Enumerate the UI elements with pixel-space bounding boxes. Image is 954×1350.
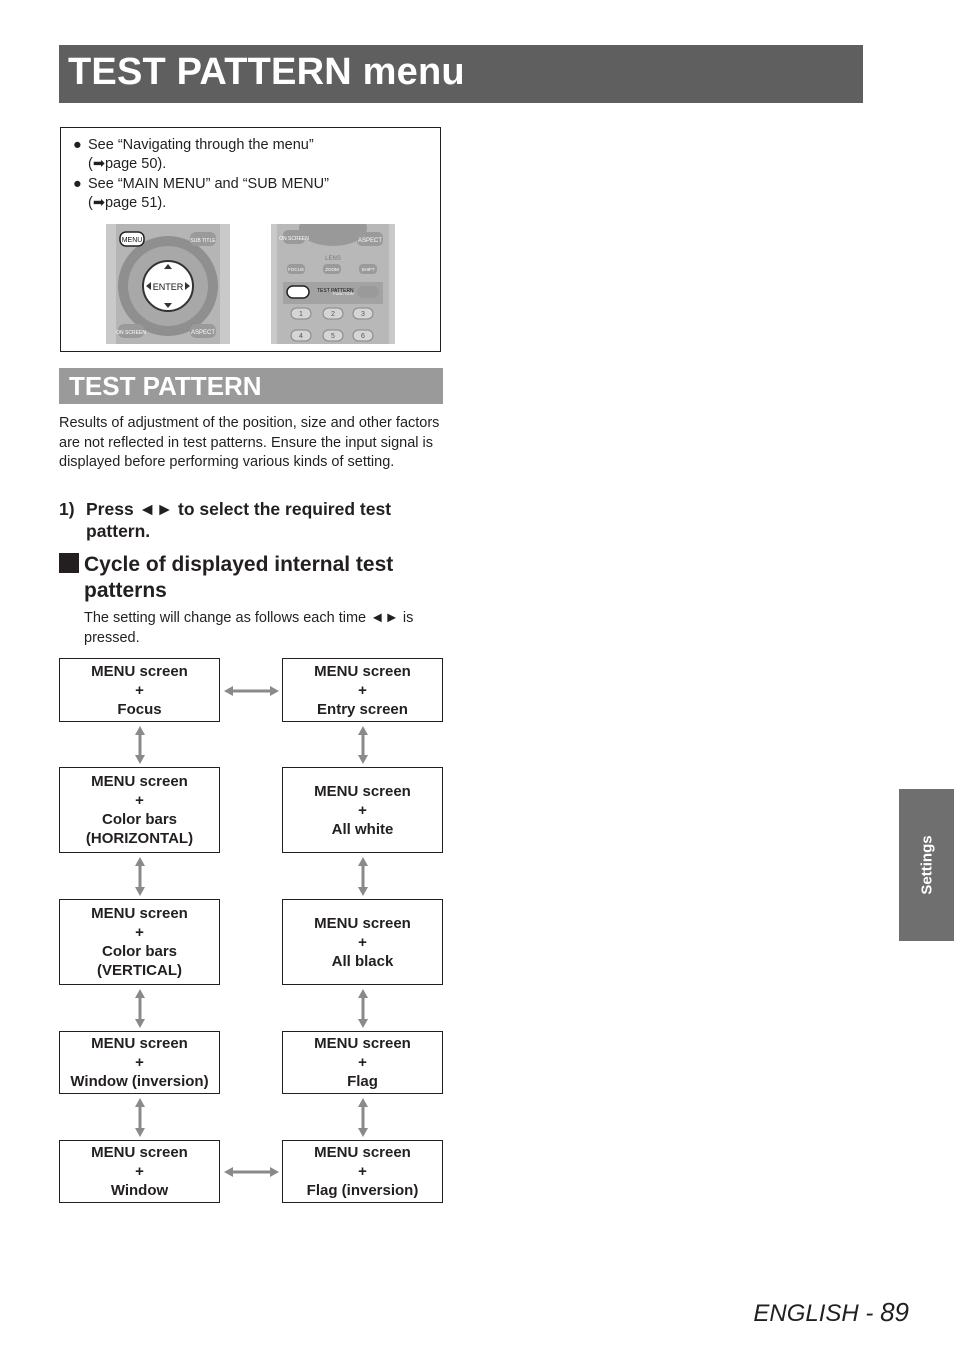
pattern-box-line: Focus xyxy=(117,700,161,719)
double-arrow-icon xyxy=(358,989,368,1028)
footer-language: ENGLISH - xyxy=(753,1300,880,1327)
pattern-box-line: MENU screen xyxy=(91,772,188,791)
section-title: TEST PATTERN xyxy=(69,371,262,402)
pattern-box-line: Color bars xyxy=(102,810,177,829)
double-arrow-icon xyxy=(358,726,368,764)
reference-page-link[interactable]: (➡page 51). xyxy=(88,194,166,213)
pattern-box-line: MENU screen xyxy=(91,662,188,681)
pattern-box: MENU screen+Flag (inversion) xyxy=(282,1140,443,1203)
key-label: 1 xyxy=(299,311,303,318)
pattern-box: MENU screen+Window xyxy=(59,1140,220,1203)
bullet-icon: ● xyxy=(73,136,82,155)
step-number: 1) xyxy=(59,498,75,520)
zoom-label: ZOOM xyxy=(325,267,339,272)
pattern-box-line: Window xyxy=(111,1181,168,1200)
double-arrow-icon xyxy=(135,1098,145,1137)
function-label: FUNCTION xyxy=(333,291,354,296)
pattern-box-line: + xyxy=(358,681,367,700)
pattern-box-line: MENU screen xyxy=(91,904,188,923)
on-screen-label: ON SCREEN xyxy=(279,236,309,242)
pattern-box: MENU screen+Focus xyxy=(59,658,220,722)
pattern-box-line: Entry screen xyxy=(317,700,408,719)
subheading-description: The setting will change as follows each … xyxy=(84,608,444,648)
body-paragraph: Results of adjustment of the position, s… xyxy=(59,414,444,473)
pattern-box: MENU screen+Color bars(VERTICAL) xyxy=(59,899,220,985)
key-label: 5 xyxy=(331,333,335,340)
reference-text: See “MAIN MENU” and “SUB MENU” xyxy=(88,175,329,194)
pattern-box: MENU screen+Window (inversion) xyxy=(59,1031,220,1094)
pattern-box-line: + xyxy=(135,1162,144,1181)
pattern-box-line: MENU screen xyxy=(314,1143,411,1162)
pattern-box-line: Flag xyxy=(347,1072,378,1091)
pattern-box-line: MENU screen xyxy=(314,662,411,681)
sub-title-label: SUB TITLE xyxy=(190,238,216,244)
on-screen-label: ON SCREEN xyxy=(116,330,146,336)
pattern-box: MENU screen+Color bars(HORIZONTAL) xyxy=(59,767,220,853)
aspect-label: ASPECT xyxy=(191,330,215,336)
pattern-box: MENU screen+All black xyxy=(282,899,443,985)
pattern-box-line: Flag (inversion) xyxy=(307,1181,419,1200)
pattern-box-line: MENU screen xyxy=(314,782,411,801)
pattern-box-line: MENU screen xyxy=(314,1034,411,1053)
step-text: pattern. xyxy=(86,520,150,542)
aspect-label: ASPECT xyxy=(358,238,382,244)
double-arrow-icon xyxy=(135,857,145,896)
double-arrow-icon xyxy=(224,1167,279,1177)
pattern-box-line: + xyxy=(135,1053,144,1072)
title-bar: TEST PATTERN menu xyxy=(59,45,863,103)
pattern-box-line: + xyxy=(358,1053,367,1072)
subheading-text: Cycle of displayed internal test xyxy=(84,552,393,578)
side-tab: Settings xyxy=(899,789,954,941)
subheading-text: patterns xyxy=(84,578,167,604)
pattern-box-line: (VERTICAL) xyxy=(97,961,182,980)
pattern-box-line: MENU screen xyxy=(314,914,411,933)
key-label: 4 xyxy=(299,333,303,340)
side-tab-label: Settings xyxy=(918,835,935,894)
pattern-box-line: (HORIZONTAL) xyxy=(86,829,193,848)
pattern-box: MENU screen+Entry screen xyxy=(282,658,443,722)
focus-label: FOCUS xyxy=(288,267,304,272)
double-arrow-icon xyxy=(135,989,145,1028)
double-arrow-icon xyxy=(358,857,368,896)
pattern-box-line: Color bars xyxy=(102,942,177,961)
reference-page-link[interactable]: (➡page 50). xyxy=(88,155,166,174)
square-bullet-icon xyxy=(59,553,79,573)
key-label: 6 xyxy=(361,333,365,340)
pattern-box-line: All black xyxy=(332,952,394,971)
menu-button-label: MENU xyxy=(122,237,143,244)
pattern-box: MENU screen+Flag xyxy=(282,1031,443,1094)
page-number: 89 xyxy=(880,1297,909,1327)
double-arrow-icon xyxy=(135,726,145,764)
step-text: Press ◄► to select the required test xyxy=(86,498,391,520)
page-title: TEST PATTERN menu xyxy=(68,51,465,94)
lens-label: LENS xyxy=(325,256,341,262)
page-footer: ENGLISH - 89 xyxy=(753,1297,909,1328)
pattern-box-line: + xyxy=(135,681,144,700)
enter-button-label: ENTER xyxy=(153,282,184,292)
pattern-box-line: MENU screen xyxy=(91,1034,188,1053)
key-label: 3 xyxy=(361,311,365,318)
pattern-box-line: + xyxy=(358,801,367,820)
double-arrow-icon xyxy=(358,1098,368,1137)
pattern-box-line: + xyxy=(358,933,367,952)
remote-control-enter-illustration: ENTER MENU SUB TITLE ON SCREEN ASPECT xyxy=(106,224,230,344)
pattern-box-line: + xyxy=(135,923,144,942)
reference-box: ● See “Navigating through the menu” (➡pa… xyxy=(60,127,441,352)
bullet-icon: ● xyxy=(73,175,82,194)
section-header: TEST PATTERN xyxy=(59,368,443,404)
shift-label: SHIFT xyxy=(362,267,375,272)
pattern-box-line: + xyxy=(358,1162,367,1181)
pattern-box-line: + xyxy=(135,791,144,810)
key-label: 2 xyxy=(331,311,335,318)
double-arrow-icon xyxy=(224,686,279,696)
remote-control-test-pattern-illustration: ON SCREEN ASPECT LENS FOCUS ZOOM SHIFT T… xyxy=(271,224,395,344)
pattern-box-line: Window (inversion) xyxy=(70,1072,208,1091)
pattern-box-line: All white xyxy=(332,820,394,839)
pattern-box: MENU screen+All white xyxy=(282,767,443,853)
reference-text: See “Navigating through the menu” xyxy=(88,136,314,155)
pattern-box-line: MENU screen xyxy=(91,1143,188,1162)
